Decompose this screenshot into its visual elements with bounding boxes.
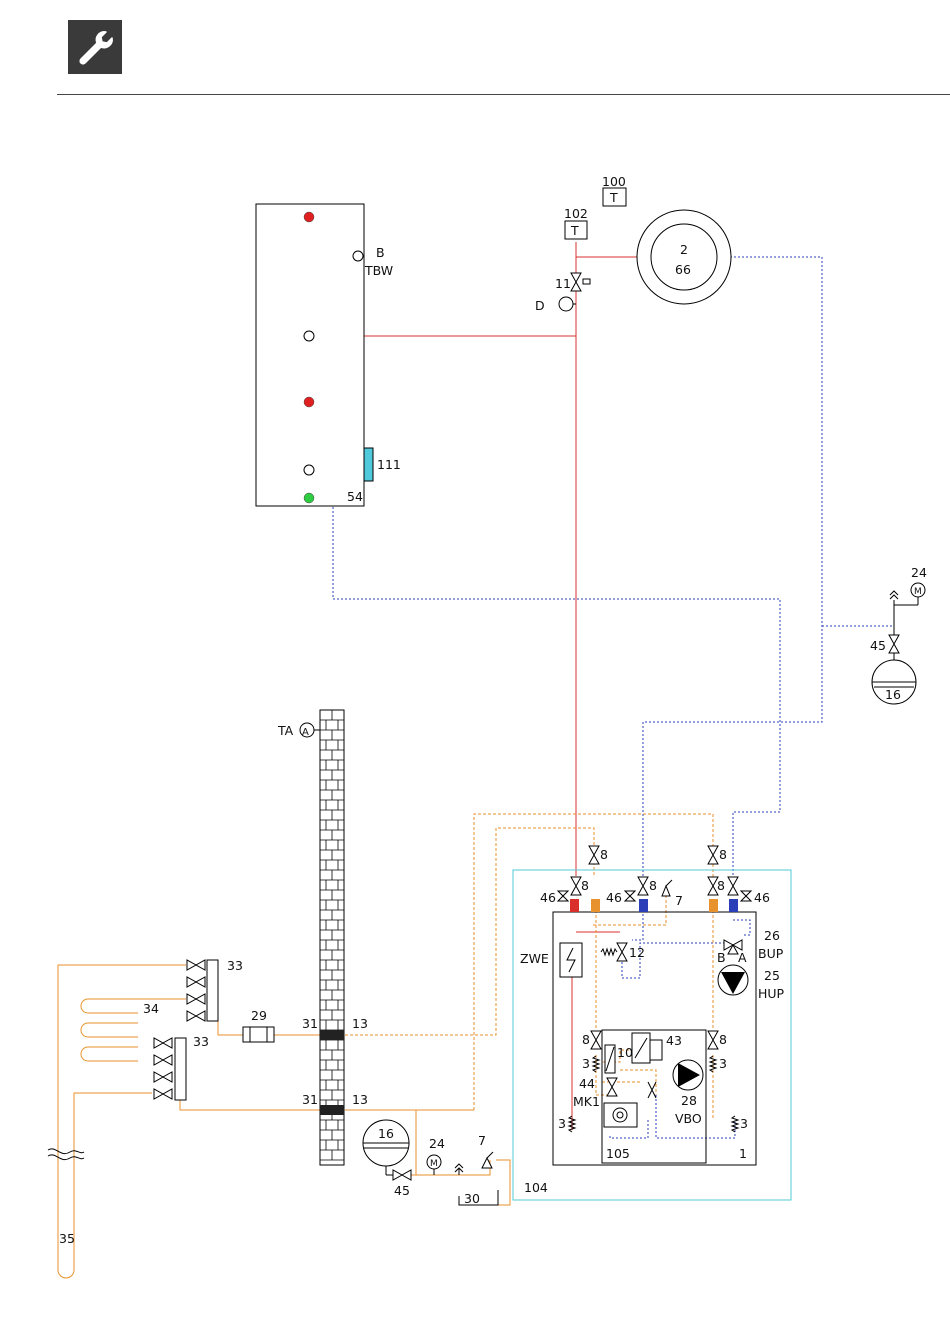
svg-text:28: 28 [681,1093,697,1108]
svg-text:8: 8 [719,1032,727,1047]
svg-text:VBO: VBO [675,1111,702,1126]
svg-text:105: 105 [606,1146,630,1161]
svg-text:8: 8 [717,878,725,893]
valves-8: 8 8 8 46 8 46 8 8 46 [540,846,770,905]
svg-text:8: 8 [581,878,589,893]
electric-heater-zwe: ZWE [520,943,582,977]
svg-text:46: 46 [540,890,556,905]
svg-text:45: 45 [394,1183,410,1198]
filter-29: 29 [243,1008,274,1042]
label-111: 111 [377,457,401,472]
svg-text:35: 35 [59,1231,75,1246]
connection-port [304,465,314,475]
svg-text:16: 16 [378,1126,394,1141]
sensor-red-top [304,212,314,222]
svg-text:A: A [302,727,309,738]
svg-text:100: 100 [602,174,626,189]
svg-text:45: 45 [870,638,886,653]
label-b: B [376,245,385,260]
ground-probe-35: 35 [48,1149,84,1246]
svg-text:30: 30 [464,1191,480,1206]
svg-text:3: 3 [558,1116,566,1131]
drain-d: D [535,297,576,313]
svg-text:8: 8 [719,847,727,862]
svg-text:M: M [914,587,922,597]
svg-text:33: 33 [227,958,243,973]
svg-text:33: 33 [193,1034,209,1049]
svg-text:HUP: HUP [758,986,785,1001]
mixing-valve-11: 11 [555,273,590,291]
svg-text:3: 3 [582,1056,590,1071]
svg-text:34: 34 [143,1001,159,1016]
return-pipes [318,257,894,1138]
svg-text:B: B [717,950,726,965]
svg-text:104: 104 [524,1180,548,1195]
svg-text:44: 44 [579,1076,595,1091]
svg-text:8: 8 [649,878,657,893]
safety-valve-7: 7 [662,880,683,908]
label-tbw: TBW [364,263,393,278]
svg-text:43: 43 [666,1033,682,1048]
svg-text:T: T [609,190,618,205]
svg-text:12: 12 [629,945,645,960]
svg-text:46: 46 [606,890,622,905]
storage-tank: B TBW 111 54 [256,204,401,506]
svg-text:8: 8 [582,1032,590,1047]
port-markers [570,899,738,912]
svg-text:102: 102 [564,206,588,221]
svg-text:31: 31 [302,1016,318,1031]
svg-text:7: 7 [675,893,683,908]
svg-text:66: 66 [675,262,691,277]
brine-pipes [345,814,713,1120]
svg-text:13: 13 [352,1016,368,1031]
svg-text:7: 7 [478,1133,486,1148]
brine-manifold-33a: 33 34 [143,958,243,1021]
sensor-green [304,493,314,503]
pump-25: 25 HUP [718,965,785,1001]
svg-text:BUP: BUP [758,946,784,961]
svg-text:1: 1 [739,1146,747,1161]
label-54: 54 [347,489,363,504]
svg-text:24: 24 [911,565,927,580]
svg-text:16: 16 [885,687,901,702]
svg-text:24: 24 [429,1136,445,1151]
diverter-valve-26: B A 26 BUP [717,928,784,965]
svg-text:10: 10 [617,1045,633,1060]
svg-text:13: 13 [352,1092,368,1107]
svg-text:29: 29 [251,1008,267,1023]
brine-manifold-33b: 33 [154,1034,209,1100]
svg-text:2: 2 [680,242,688,257]
svg-text:3: 3 [719,1056,727,1071]
svg-text:31: 31 [302,1092,318,1107]
expansion-group-right: M 24 45 16 [870,565,927,704]
expansion-group-brine: 16 45 M 24 7 30 [363,1120,498,1206]
svg-text:ZWE: ZWE [520,951,549,966]
temp-sensor-100: 100 T [602,174,626,206]
temp-sensor-102: 102 T [564,206,588,239]
svg-text:26: 26 [764,928,780,943]
heater-element-111 [364,448,373,481]
connection-port [304,331,314,341]
svg-text:8: 8 [600,847,608,862]
svg-text:11: 11 [555,276,571,291]
svg-text:3: 3 [740,1116,748,1131]
buffer-tank: 2 66 [637,210,731,304]
tbw-sensor [353,251,363,261]
sensor-red-mid [304,397,314,407]
svg-text:MK1: MK1 [573,1094,600,1109]
svg-text:46: 46 [754,890,770,905]
ground-brine-pipes [58,965,510,1278]
svg-text:T: T [570,223,579,238]
wall: A TA 31 13 31 13 [277,710,368,1165]
valve-12: 12 [601,943,645,961]
svg-text:25: 25 [764,968,780,983]
svg-text:D: D [535,298,545,313]
svg-text:TA: TA [277,723,294,738]
svg-text:A: A [738,950,747,965]
svg-text:M: M [430,1159,438,1169]
